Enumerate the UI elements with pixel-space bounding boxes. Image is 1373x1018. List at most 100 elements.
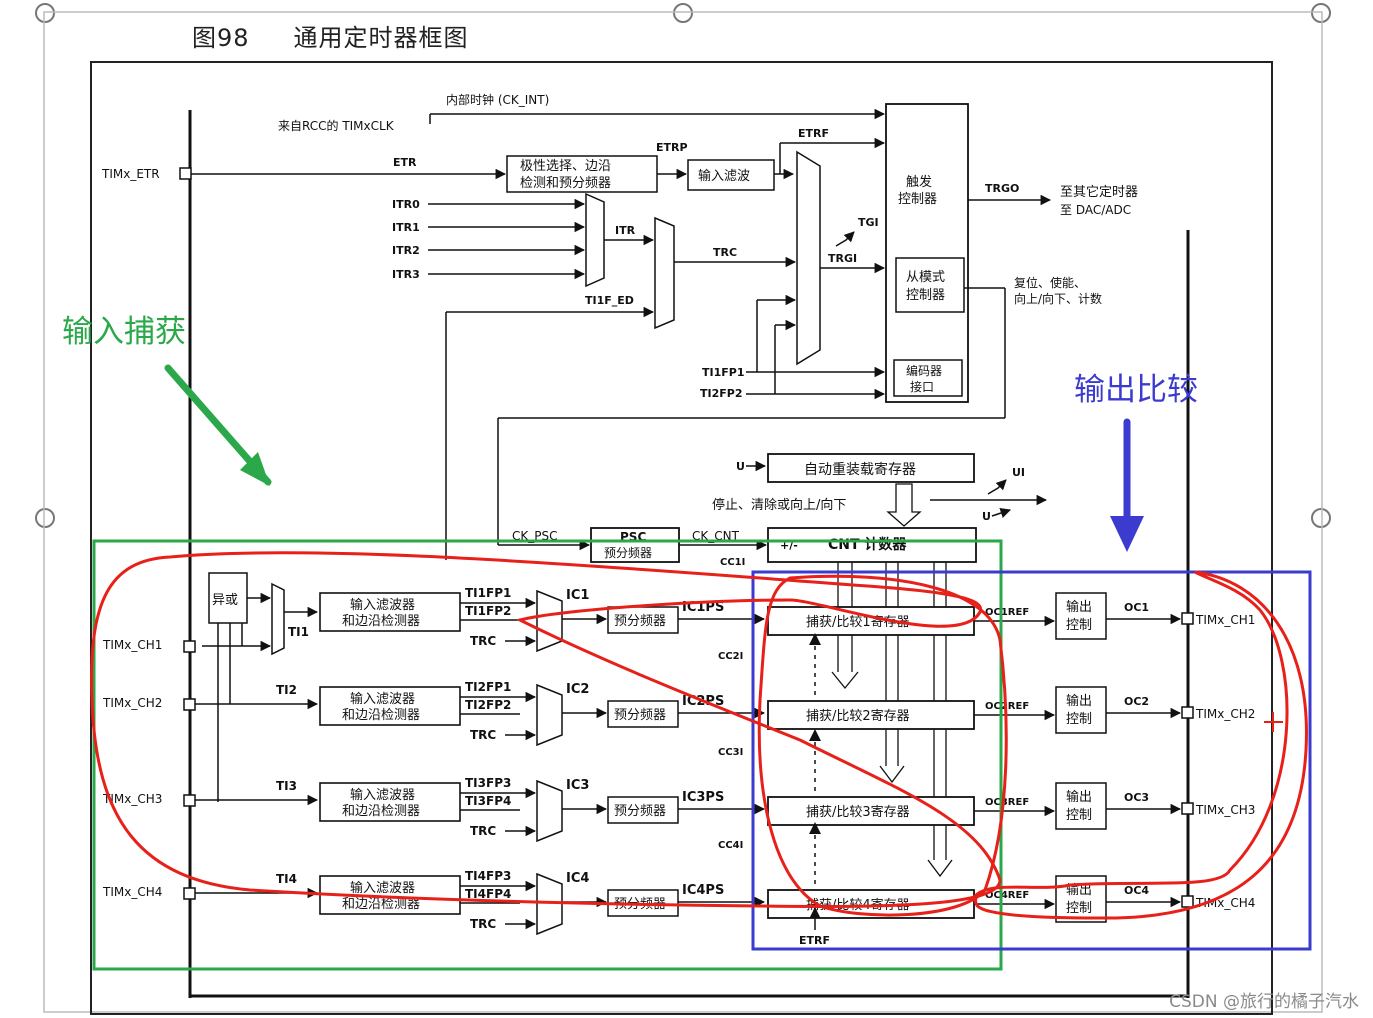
svg-text:TRGO: TRGO bbox=[985, 182, 1019, 195]
label-ck-int: 内部时钟 (CK_INT) bbox=[446, 92, 549, 107]
label-cci4: CC4I bbox=[718, 840, 743, 851]
svg-text:输出: 输出 bbox=[1066, 693, 1092, 709]
svg-text:UI: UI bbox=[1012, 466, 1025, 479]
output-control-ch2 bbox=[1055, 686, 1107, 734]
svg-text:TI1FP1: TI1FP1 bbox=[702, 366, 744, 379]
svg-text:ITR0: ITR0 bbox=[392, 198, 420, 211]
cc-register-label-2: 捕获/比较2寄存器 bbox=[806, 708, 910, 724]
svg-text:ITR: ITR bbox=[615, 224, 636, 237]
label-oc2: OC2 bbox=[1124, 695, 1149, 708]
svg-text:CNT 计数器: CNT 计数器 bbox=[828, 536, 907, 553]
svg-text:ITR2: ITR2 bbox=[392, 244, 420, 257]
svg-text:触发: 触发 bbox=[906, 174, 932, 190]
label-oc4: OC4 bbox=[1124, 884, 1149, 897]
resize-handle-top-center[interactable] bbox=[673, 3, 693, 23]
svg-text:U: U bbox=[982, 510, 991, 523]
label-cci1: CC1I bbox=[720, 557, 745, 568]
svg-text:停止、清除或向上/向下: 停止、清除或向上/向下 bbox=[712, 497, 846, 513]
pin-etr: TIMx_ETR bbox=[101, 167, 160, 181]
out-pin-ch4: TIMx_CH4 bbox=[1195, 896, 1255, 910]
label-input-capture: 输入捕获 bbox=[62, 314, 186, 350]
red-loop-output bbox=[973, 570, 1308, 920]
cc-register-2 bbox=[767, 700, 975, 730]
figure-number: 图98 bbox=[192, 24, 250, 52]
label-etrf: ETRF bbox=[798, 127, 829, 140]
input-capture-box bbox=[92, 539, 1003, 971]
resize-handle-mid-right[interactable] bbox=[1311, 508, 1331, 528]
svg-text:接口: 接口 bbox=[910, 379, 934, 394]
label-cci3: CC3I bbox=[718, 747, 743, 758]
etr-filter-text: 输入滤波 bbox=[698, 168, 750, 184]
resize-handle-mid-left[interactable] bbox=[35, 508, 55, 528]
label-ti2: TI2 bbox=[276, 683, 297, 697]
label-fp-a-ch3: TI3FP3 bbox=[465, 776, 511, 790]
prescaler-ch1 bbox=[607, 606, 679, 634]
pin-ch2: TIMx_CH2 bbox=[102, 696, 162, 710]
svg-text:从模式: 从模式 bbox=[906, 270, 945, 285]
label-ic4: IC4 bbox=[566, 871, 589, 886]
label-icps4: IC4PS bbox=[682, 883, 724, 898]
channel-2: TIMx_CH2TI2输入滤波器和边沿检测器TI2FP1TI2FP2TRCIC2… bbox=[102, 633, 1255, 747]
out-pin-box-ch1 bbox=[1181, 612, 1194, 625]
label-trc-ch1: TRC bbox=[470, 634, 496, 648]
auto-reload-register bbox=[767, 453, 975, 483]
svg-text:输入滤波器: 输入滤波器 bbox=[350, 880, 415, 896]
label-oc1: OC1 bbox=[1124, 601, 1149, 614]
label-ic1: IC1 bbox=[566, 588, 589, 603]
trc-mux bbox=[654, 216, 675, 330]
svg-text:TI2FP2: TI2FP2 bbox=[700, 387, 742, 400]
svg-text:预分频器: 预分频器 bbox=[604, 546, 652, 560]
slave-mode-controller bbox=[895, 257, 965, 313]
itr-inputs: ITR0 ITR1 ITR2 ITR3 bbox=[392, 198, 586, 281]
svg-text:U: U bbox=[736, 460, 745, 473]
label-ic2: IC2 bbox=[566, 682, 589, 697]
label-ti1: TI1 bbox=[288, 625, 309, 639]
pin-box-ch2 bbox=[183, 698, 196, 711]
svg-text:控制: 控制 bbox=[1066, 901, 1092, 916]
label-rcc: 来自RCC的 TIMxCLK bbox=[278, 118, 395, 133]
cnt-counter bbox=[767, 527, 977, 563]
svg-text:控制: 控制 bbox=[1066, 712, 1092, 727]
svg-text:TRGI: TRGI bbox=[828, 252, 857, 265]
svg-text:向上/向下、计数: 向上/向下、计数 bbox=[1014, 291, 1102, 306]
label-oc3: OC3 bbox=[1124, 791, 1149, 804]
svg-text:TRC: TRC bbox=[713, 246, 737, 259]
ic-mux-ch4 bbox=[536, 872, 563, 936]
svg-text:控制: 控制 bbox=[1066, 618, 1092, 633]
psc-prescaler bbox=[590, 527, 680, 563]
selection-frame bbox=[43, 11, 1323, 1013]
svg-text:TI1F_ED: TI1F_ED bbox=[585, 294, 634, 307]
output-control-ch3 bbox=[1055, 782, 1107, 830]
label-fp-a-ch1: TI1FP1 bbox=[465, 586, 511, 600]
svg-text:和边沿检测器: 和边沿检测器 bbox=[342, 897, 420, 912]
svg-text:ITR1: ITR1 bbox=[392, 221, 420, 234]
channel-3: TIMx_CH3TI3输入滤波器和边沿检测器TI3FP3TI3FP4TRCIC3… bbox=[102, 729, 1255, 843]
label-etrp: ETRP bbox=[656, 141, 688, 154]
label-ic3: IC3 bbox=[566, 778, 589, 793]
svg-text:和边沿检测器: 和边沿检测器 bbox=[342, 614, 420, 629]
resize-handle-top-left[interactable] bbox=[35, 3, 55, 23]
label-trc-ch4: TRC bbox=[470, 917, 496, 931]
label-icps3: IC3PS bbox=[682, 790, 724, 805]
out-pin-ch1: TIMx_CH1 bbox=[1195, 613, 1255, 627]
channel-1: TIMx_CH1TI1输入滤波器和边沿检测器TI1FP1TI1FP2TRCIC1… bbox=[102, 557, 1255, 653]
input-filter-ch3 bbox=[319, 782, 461, 822]
input-filter-ch2 bbox=[319, 686, 461, 726]
ic-mux-ch3 bbox=[536, 779, 563, 843]
polarity-text-2: 检测和预分频器 bbox=[520, 176, 611, 191]
pin-box-ch3 bbox=[183, 794, 196, 807]
svg-text:控制器: 控制器 bbox=[906, 288, 945, 303]
trigger-controller bbox=[885, 103, 969, 403]
resize-handle-top-right[interactable] bbox=[1311, 3, 1331, 23]
xor-block bbox=[208, 572, 248, 624]
svg-text:输出: 输出 bbox=[1066, 789, 1092, 805]
svg-text:自动重装载寄存器: 自动重装载寄存器 bbox=[804, 461, 916, 478]
svg-text:TGI: TGI bbox=[858, 216, 879, 229]
label-trc-ch2: TRC bbox=[470, 728, 496, 742]
itr-mux bbox=[585, 192, 605, 288]
svg-text:预分频器: 预分频器 bbox=[614, 804, 666, 819]
red-loop-registers bbox=[757, 574, 1008, 917]
output-compare-box bbox=[751, 570, 1312, 951]
